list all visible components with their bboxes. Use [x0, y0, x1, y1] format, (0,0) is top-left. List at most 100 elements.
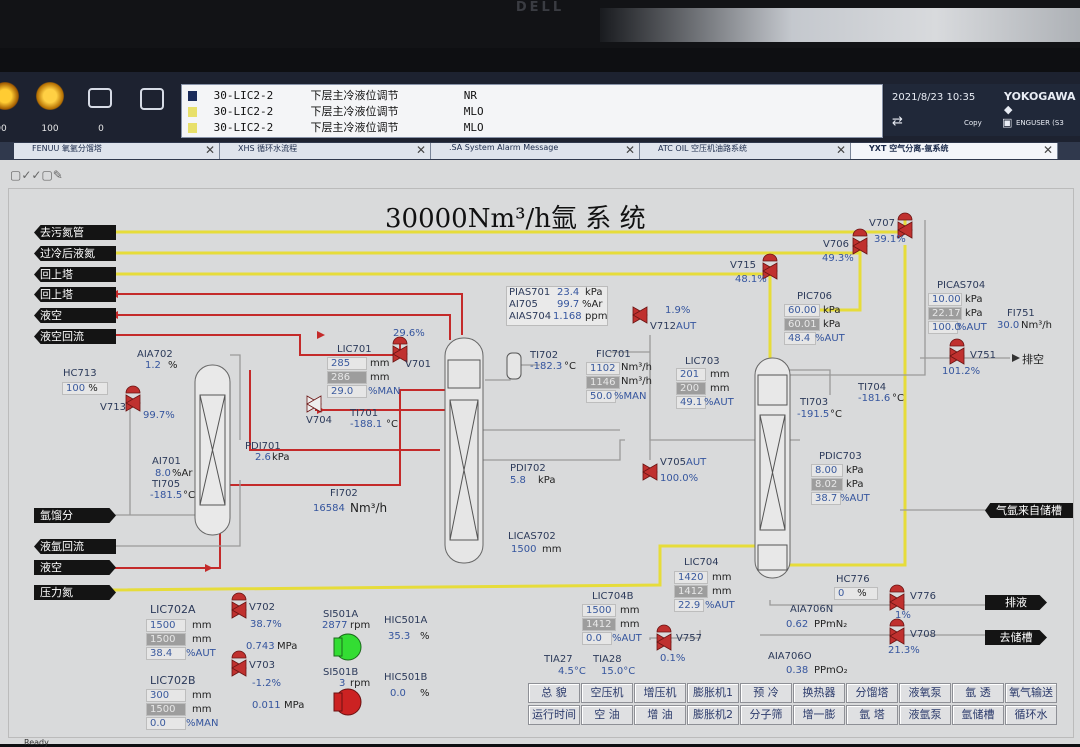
tab-system-alarm[interactable]: .SA System Alarm Message✕ — [431, 143, 640, 159]
swap-icon[interactable]: ⇄ — [892, 114, 903, 129]
si501b-value[interactable]: 3 — [339, 678, 346, 689]
lic701-mv[interactable]: 29.0 — [327, 385, 367, 398]
pic706-pv[interactable]: 60.00 — [784, 304, 820, 317]
nav-button-lar-pump[interactable]: 液氩泵 — [899, 705, 951, 725]
nav-button-expander-2[interactable]: 膨胀机2 — [687, 705, 739, 725]
ti702-value[interactable]: -182.3 — [530, 361, 563, 372]
si501a-value[interactable]: 2877 — [322, 620, 348, 631]
lic703-sv[interactable]: 200 — [676, 382, 706, 395]
nav-button-air-compressor[interactable]: 空压机 — [581, 683, 633, 703]
separator-vessel[interactable] — [506, 352, 522, 380]
nav-button-argon-tank[interactable]: 氩储槽 — [952, 705, 1004, 725]
nav-button-overview[interactable]: 总 貌 — [528, 683, 580, 703]
valve-v701[interactable] — [392, 336, 408, 363]
pipe-tag-return-upper-2[interactable]: 回上塔 — [34, 287, 116, 302]
aia706n-value[interactable]: 0.62 — [786, 619, 809, 630]
alarm-row[interactable]: 30-LIC2-2 下层主冷液位调节 NR — [188, 87, 477, 103]
nav-button-booster-expander[interactable]: 增一膨 — [793, 705, 845, 725]
lic702a-pv[interactable]: 1500 — [146, 619, 186, 632]
picas704-mv[interactable]: 100.0 — [928, 321, 961, 334]
valve-v702[interactable] — [231, 592, 247, 619]
lic704-sv[interactable]: 1412 — [674, 585, 708, 598]
operator-guide-icon[interactable] — [140, 88, 164, 110]
message-icon[interactable] — [88, 88, 112, 108]
tab-xhs[interactable]: XHS 循环水流程✕ — [220, 143, 431, 159]
lic702a-mv[interactable]: 38.4 — [146, 647, 186, 660]
fic701-pv[interactable]: 1102 — [586, 362, 620, 375]
tab-fenuu[interactable]: FENUU 氧氩分馏塔✕ — [14, 143, 220, 159]
valve-v751[interactable] — [949, 338, 965, 365]
nav-button-booster-oil[interactable]: 增 油 — [634, 705, 686, 725]
ai701-value[interactable]: 8.0 — [155, 468, 171, 479]
lic702b-pv[interactable]: 300 — [146, 689, 186, 702]
lic701-pv[interactable]: 285 — [327, 357, 367, 370]
valve-v776[interactable] — [889, 584, 905, 611]
nav-button-booster[interactable]: 增压机 — [634, 683, 686, 703]
warning-sun-icon[interactable] — [33, 82, 67, 110]
valve-v715[interactable] — [762, 253, 778, 280]
tia27-value[interactable]: 4.5°C — [558, 666, 586, 677]
lic704b-mv[interactable]: 0.0 — [582, 632, 612, 645]
pipe-tag-to-tank[interactable]: 去储槽 — [985, 630, 1047, 645]
pump-si501a[interactable] — [333, 633, 362, 661]
lic704-pv[interactable]: 1420 — [674, 571, 708, 584]
graphic-toolbar-icons[interactable]: ▢✓✓▢✎ — [10, 168, 63, 182]
nav-button-argon-column[interactable]: 氩 塔 — [846, 705, 898, 725]
tia28-value[interactable]: 15.0°C — [601, 666, 636, 677]
aia706o-value[interactable]: 0.38 — [786, 665, 809, 676]
close-icon[interactable]: ✕ — [1042, 143, 1053, 157]
pipe-tag-argon-fraction[interactable]: 氩馏分 — [34, 508, 116, 523]
pipe-tag-dirty-nitrogen[interactable]: 去污氮管 — [34, 225, 116, 240]
lic703-mv[interactable]: 49.1 — [676, 396, 706, 409]
close-icon[interactable]: ✕ — [835, 143, 846, 157]
lic702b-mv[interactable]: 0.0 — [146, 717, 186, 730]
pipe-tag-pressure-nitrogen[interactable]: 压力氮 — [34, 585, 116, 600]
pipe-tag-lar-return[interactable]: 液氩回流 — [34, 539, 116, 554]
tab-atc-oil[interactable]: ATC OIL 空压机油路系统✕ — [640, 143, 851, 159]
alarm-row[interactable]: 30-LIC2-2 下层主冷液位调节 MLO — [188, 119, 484, 135]
picas704-pv[interactable]: 10.00 — [928, 293, 962, 306]
ti701-value[interactable]: -188.1 — [350, 419, 383, 430]
column-middle[interactable] — [444, 337, 484, 564]
valve-v705[interactable] — [642, 463, 658, 481]
nav-button-molecular-sieve[interactable]: 分子筛 — [740, 705, 792, 725]
ti704-value[interactable]: -181.6 — [858, 393, 891, 404]
valve-v704[interactable] — [306, 395, 322, 413]
lic701-sv[interactable]: 286 — [327, 371, 367, 384]
alarm-list[interactable]: 30-LIC2-2 下层主冷液位调节 NR 30-LIC2-2 下层主冷液位调节… — [181, 84, 883, 138]
tab-yxt-active[interactable]: YXT 空气分离-氩系统✕ — [851, 143, 1058, 159]
pic706-sv[interactable]: 60.01 — [784, 318, 820, 331]
pipe-tag-gas-argon-from-tank[interactable]: 气氩来自储槽 — [985, 503, 1073, 518]
lic702b-sv[interactable]: 1500 — [146, 703, 186, 716]
column-left[interactable] — [194, 364, 231, 536]
valve-v707[interactable] — [897, 212, 913, 239]
lic703-pv[interactable]: 201 — [676, 368, 706, 381]
nav-button-cooling-water[interactable]: 循环水 — [1005, 705, 1057, 725]
hic501a-value[interactable]: 35.3 — [388, 631, 411, 642]
aia702-value[interactable]: 1.2 — [145, 360, 161, 371]
user-icon[interactable]: ▣ — [1002, 116, 1013, 129]
nav-button-precool[interactable]: 预 冷 — [740, 683, 792, 703]
alarm-sun-icon[interactable] — [0, 82, 22, 110]
fic701-sv[interactable]: 1146 — [586, 376, 620, 389]
licas702-value[interactable]: 1500 — [511, 544, 537, 555]
pdic703-pv[interactable]: 8.00 — [811, 464, 843, 477]
pipe-tag-liquid-air[interactable]: 液空 — [34, 308, 116, 323]
pdic703-mv[interactable]: 38.7 — [811, 492, 841, 505]
hc713-value[interactable]: 100 % — [62, 382, 108, 395]
nav-button-air-oil[interactable]: 空 油 — [581, 705, 633, 725]
pump-si501b[interactable] — [333, 688, 362, 716]
valve-v757[interactable] — [656, 624, 672, 651]
valve-v703[interactable] — [231, 650, 247, 677]
copy-button[interactable]: Copy — [964, 119, 982, 127]
pipe-tag-subcooled-ln2[interactable]: 过冷后液氮 — [34, 246, 116, 261]
lic704b-sv[interactable]: 1412 — [582, 618, 616, 631]
pipe-tag-vent[interactable]: 排空 — [1022, 353, 1044, 366]
lic702a-sv[interactable]: 1500 — [146, 633, 186, 646]
pdi702-value[interactable]: 5.8 — [510, 475, 526, 486]
nav-button-oxygen-transfer[interactable]: 氧气输送 — [1005, 683, 1057, 703]
nav-button-fractionation[interactable]: 分馏塔 — [846, 683, 898, 703]
pdic703-sv[interactable]: 8.02 — [811, 478, 843, 491]
hic501b-value[interactable]: 0.0 — [390, 688, 406, 699]
pipe-tag-return-upper-1[interactable]: 回上塔 — [34, 267, 116, 282]
